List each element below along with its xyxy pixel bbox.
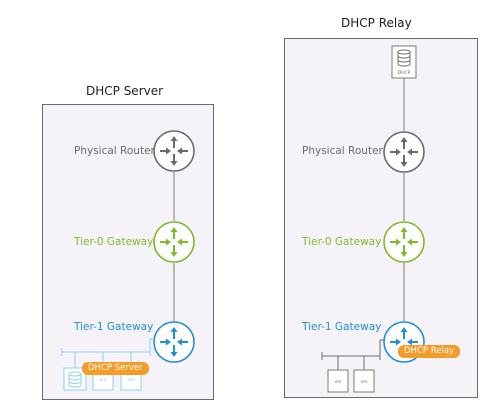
tier0-gateway-label: Tier-0 Gateway — [302, 236, 382, 248]
vm-icon — [327, 369, 349, 393]
router-icon — [383, 221, 425, 263]
dhcp-server-tag: DHCP Server — [82, 362, 149, 375]
router-icon — [153, 221, 195, 263]
database-icon — [63, 367, 87, 391]
vm-label: vm — [360, 380, 367, 385]
physical-router-label: Physical Router — [302, 145, 383, 157]
dhcp-relay-panel — [284, 38, 478, 398]
vm-icon — [353, 369, 375, 393]
vm-label: vm — [127, 378, 134, 383]
vm-label: vm — [334, 380, 341, 385]
dhcp-relay-title: DHCP Relay — [341, 16, 412, 30]
tier1-gateway-label: Tier-1 Gateway — [74, 321, 154, 333]
vm-label: vm — [99, 378, 106, 383]
tier0-gateway-label: Tier-0 Gateway — [74, 236, 154, 248]
physical-router-label: Physical Router — [74, 145, 155, 157]
database-icon — [391, 45, 417, 79]
dhcp-server-box-label: DHCP — [398, 70, 411, 76]
tier1-gateway-label: Tier-1 Gateway — [302, 321, 382, 333]
segment-right — [321, 339, 384, 370]
router-icon — [153, 321, 195, 363]
router-icon — [383, 131, 425, 173]
dhcp-relay-tag: DHCP Relay — [398, 345, 461, 358]
dhcp-server-title: DHCP Server — [86, 84, 164, 98]
router-icon — [153, 130, 195, 172]
